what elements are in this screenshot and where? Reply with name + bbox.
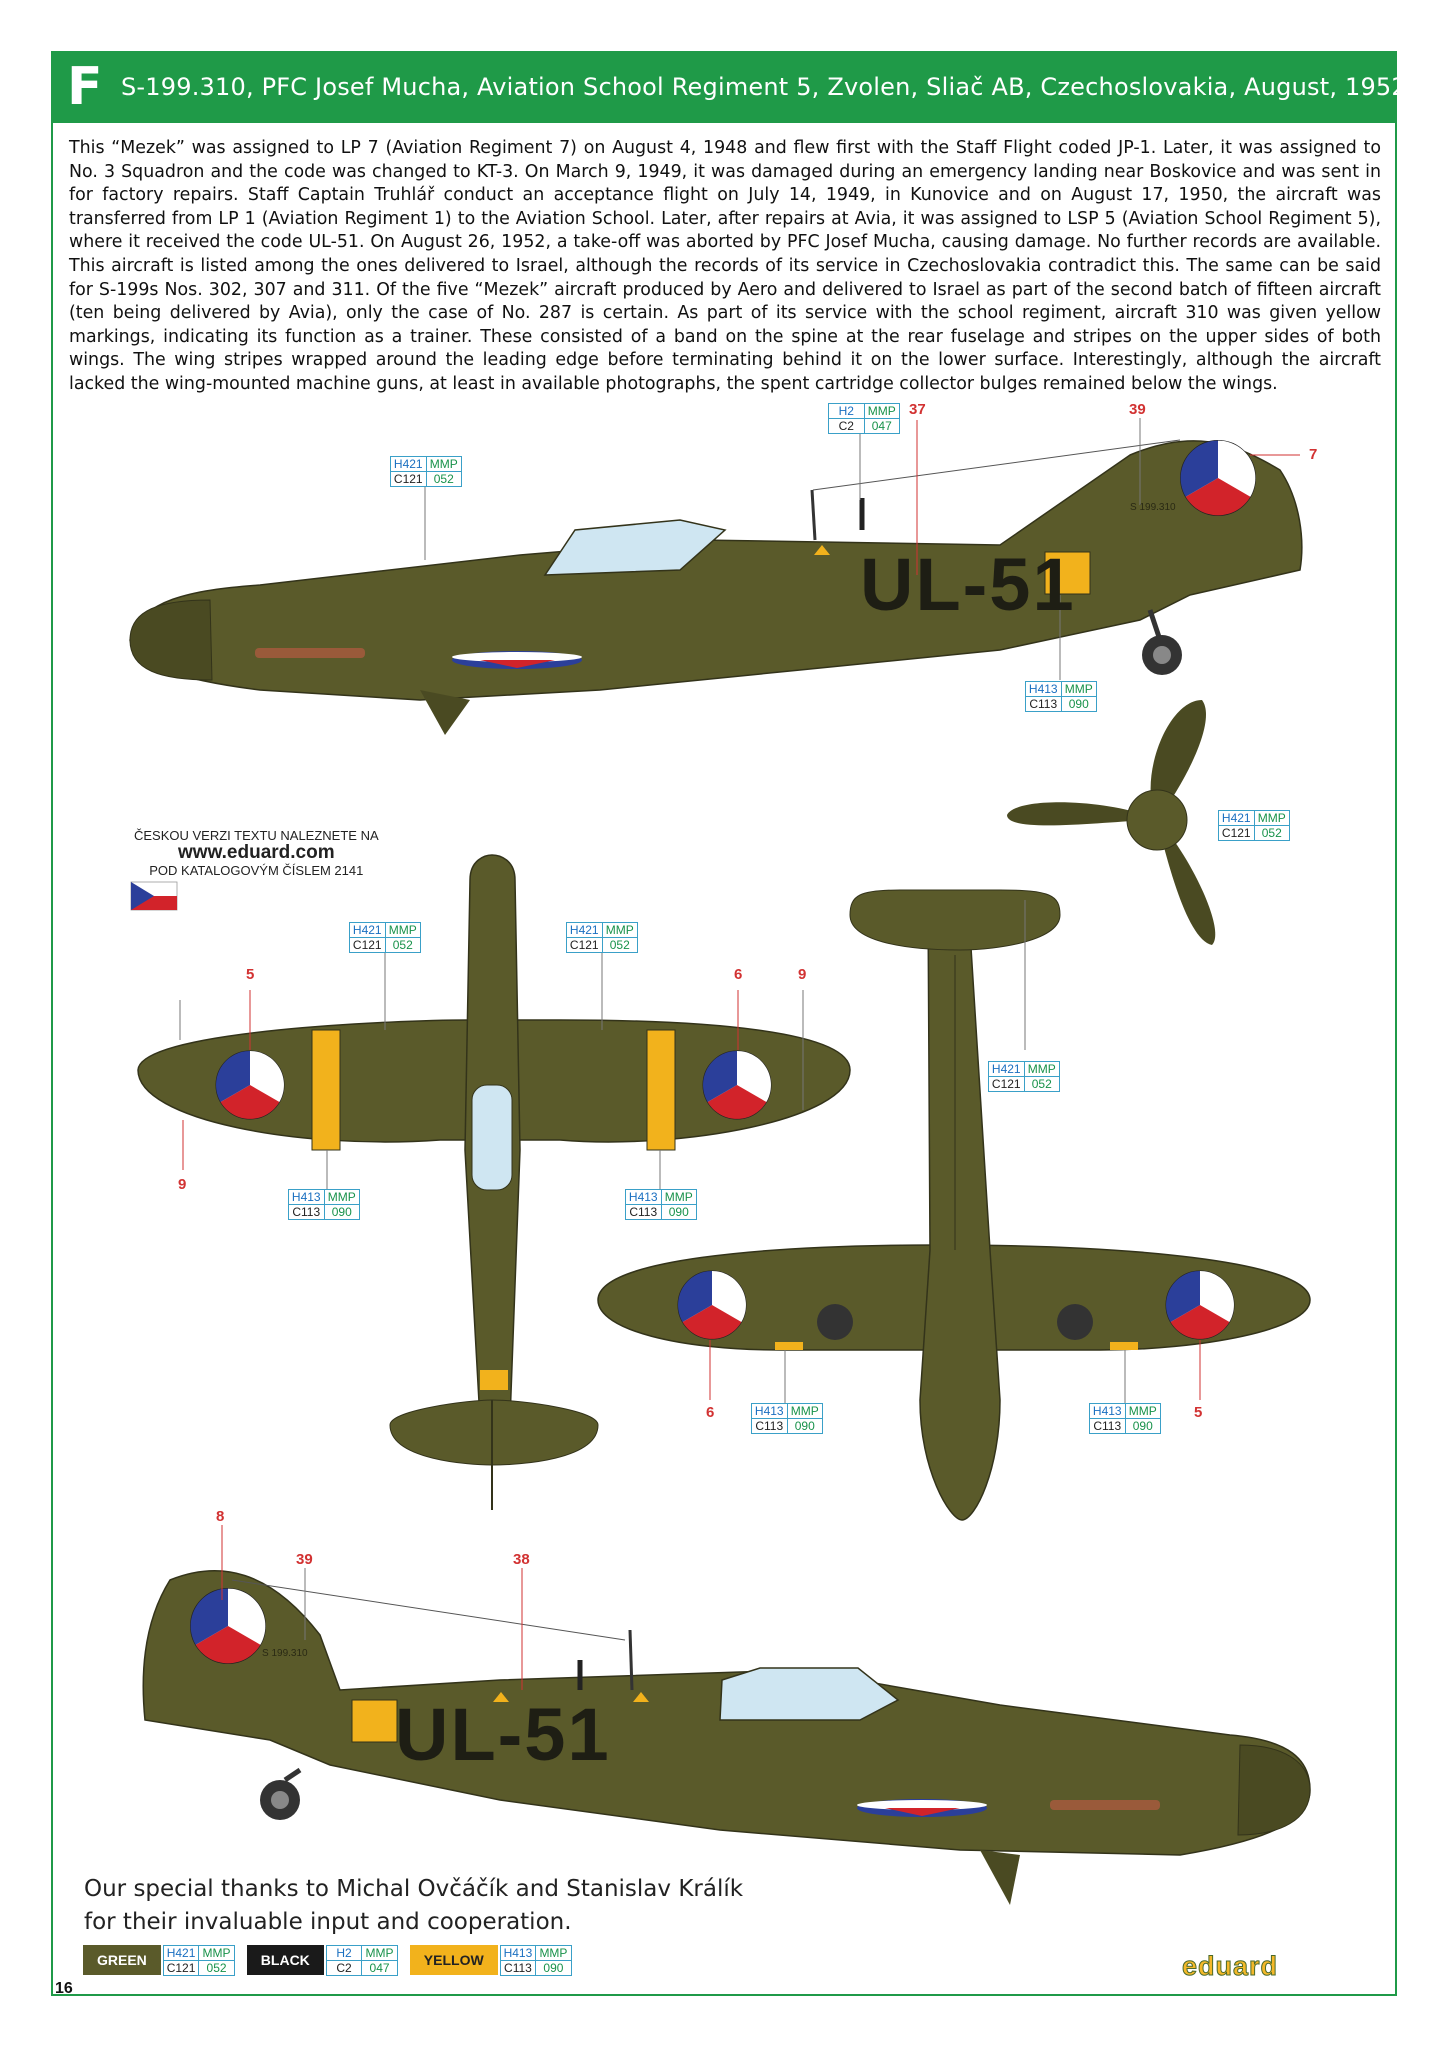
top-view xyxy=(137,854,851,1510)
thanks-note: Our special thanks to Michal Ovčáčík and… xyxy=(84,1873,743,1939)
czech-note-line3: POD KATALOGOVÝM ČÍSLEM 2141 xyxy=(149,863,364,878)
legend-green-swatch: GREEN xyxy=(83,1945,161,1975)
decal-number: 5 xyxy=(1194,1404,1203,1421)
decal-number: 8 xyxy=(216,1508,225,1525)
thanks-line2: for their invaluable input and cooperati… xyxy=(84,1909,572,1935)
page-number: 16 xyxy=(55,1980,73,1997)
decal-number: 39 xyxy=(296,1551,313,1568)
czech-note-line1: ČESKOU VERZI TEXTU NALEZNETE NA xyxy=(134,828,379,843)
thanks-line1: Our special thanks to Michal Ovčáčík and… xyxy=(84,1876,744,1902)
decal-number: 5 xyxy=(246,966,255,983)
decal-number: 6 xyxy=(706,1404,715,1421)
eduard-logo: eduard xyxy=(1181,1951,1279,1982)
decal-number: 9 xyxy=(798,966,807,983)
decal-number: 38 xyxy=(513,1551,530,1568)
profile-right xyxy=(142,1525,1311,1905)
scheme-title: S-199.310, PFC Josef Mucha, Aviation Sch… xyxy=(121,73,1407,101)
bottom-view xyxy=(597,889,1311,1521)
fuselage-code-upper: UL-51 xyxy=(860,543,1076,626)
decal-number: 39 xyxy=(1129,401,1146,418)
profile-left xyxy=(129,418,1303,735)
scheme-letter: F xyxy=(67,57,103,117)
legend-yellow-swatch: YELLOW xyxy=(409,1945,498,1975)
decal-number: 6 xyxy=(734,966,743,983)
legend-black-swatch: BLACK xyxy=(246,1945,324,1975)
decal-number: 37 xyxy=(909,401,926,418)
website-link[interactable]: www.eduard.com xyxy=(178,842,335,863)
history-paragraph: This “Mezek” was assigned to LP 7 (Aviat… xyxy=(69,138,1381,394)
fuselage-code-lower: UL-51 xyxy=(395,1693,611,1776)
propeller xyxy=(1007,700,1216,945)
decal-number: 9 xyxy=(178,1176,187,1193)
serial-lower: S 199.310 xyxy=(262,1648,308,1659)
page-header: F S-199.310, PFC Josef Mucha, Aviation S… xyxy=(51,51,1407,123)
serial-upper: S 199.310 xyxy=(1130,502,1176,513)
decal-number: 7 xyxy=(1309,446,1318,463)
czech-version-note: ČESKOU VERZI TEXTU NALEZNETE NA www.edua… xyxy=(134,828,379,878)
